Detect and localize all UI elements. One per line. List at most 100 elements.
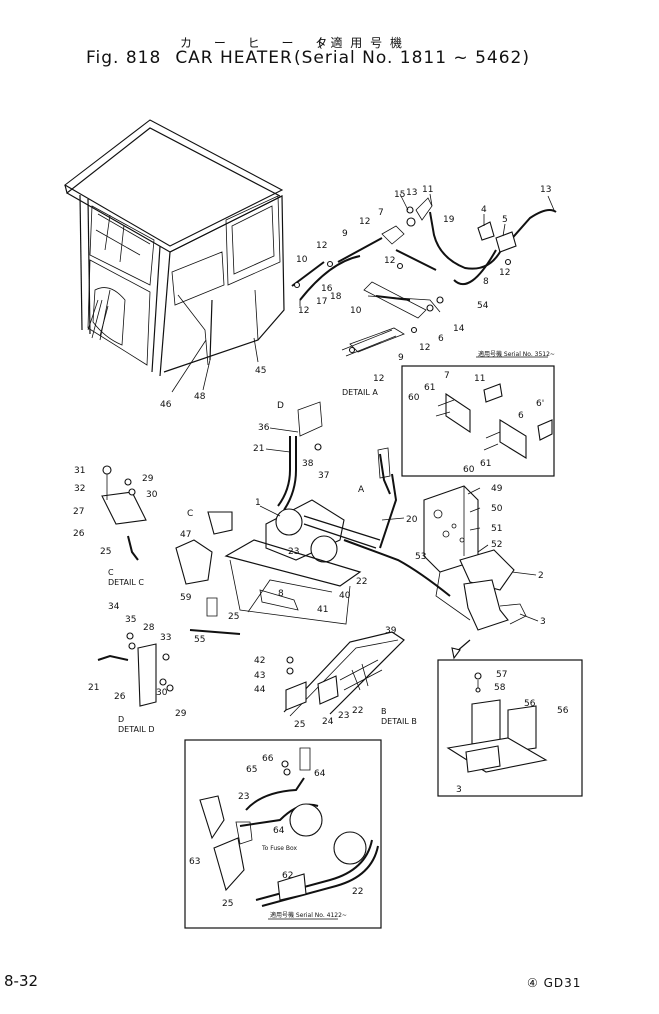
svg-text:53: 53 xyxy=(415,552,426,562)
svg-text:12: 12 xyxy=(384,256,395,266)
svg-text:20: 20 xyxy=(406,515,418,525)
svg-text:10: 10 xyxy=(350,306,362,316)
svg-text:3: 3 xyxy=(540,617,546,627)
detail-b-letter: B xyxy=(381,707,387,716)
svg-text:27: 27 xyxy=(73,507,84,517)
svg-text:65: 65 xyxy=(246,765,257,775)
japanese-title: カ ー ヒ ー タ xyxy=(180,36,337,50)
svg-text:60: 60 xyxy=(408,393,420,403)
svg-text:14: 14 xyxy=(453,324,465,334)
svg-text:12: 12 xyxy=(373,374,384,384)
svg-text:40: 40 xyxy=(339,591,351,601)
svg-text:35: 35 xyxy=(125,615,136,625)
svg-text:37: 37 xyxy=(318,471,329,481)
svg-text:5: 5 xyxy=(502,215,508,225)
japanese-serial-label: ( 適 用 号 機 xyxy=(318,36,404,50)
svg-text:23: 23 xyxy=(238,792,249,802)
arrow-c-label: C xyxy=(187,509,193,519)
svg-text:64: 64 xyxy=(273,826,285,836)
detail-b: 39 42 43 44 25 24 23 22 B DETAIL B xyxy=(254,626,417,730)
svg-text:25: 25 xyxy=(228,612,239,622)
svg-text:64: 64 xyxy=(314,769,326,779)
svg-text:7: 7 xyxy=(444,371,450,381)
svg-text:51: 51 xyxy=(491,524,502,534)
svg-text:6: 6 xyxy=(518,411,524,421)
svg-text:46: 46 xyxy=(160,400,172,410)
svg-text:49: 49 xyxy=(491,484,503,494)
detail-c-label: DETAIL C xyxy=(108,578,144,587)
svg-text:30: 30 xyxy=(146,490,158,500)
svg-text:26: 26 xyxy=(73,529,85,539)
page-number: 8-32 xyxy=(4,972,39,990)
svg-text:52: 52 xyxy=(491,540,502,550)
svg-text:22: 22 xyxy=(356,577,367,587)
svg-text:16: 16 xyxy=(321,284,333,294)
svg-text:6': 6' xyxy=(536,399,544,409)
svg-text:43: 43 xyxy=(254,671,265,681)
svg-text:61: 61 xyxy=(424,383,435,393)
svg-text:12: 12 xyxy=(298,306,309,316)
svg-text:29: 29 xyxy=(175,709,187,719)
svg-text:54: 54 xyxy=(477,301,489,311)
heater-main-labels: D 36 21 38 37 A 20 1 C 47 23 22 8 40 41 … xyxy=(180,401,418,645)
svg-text:56: 56 xyxy=(524,699,536,709)
svg-text:29: 29 xyxy=(142,474,154,484)
svg-text:42: 42 xyxy=(254,656,265,666)
svg-text:44: 44 xyxy=(254,685,266,695)
svg-text:4: 4 xyxy=(481,205,487,215)
svg-text:32: 32 xyxy=(74,484,85,494)
svg-text:7: 7 xyxy=(378,208,384,218)
svg-text:63: 63 xyxy=(189,857,200,867)
svg-text:17: 17 xyxy=(316,297,327,307)
arrow-a-label: A xyxy=(358,485,365,495)
svg-text:47: 47 xyxy=(180,530,191,540)
svg-text:12: 12 xyxy=(316,241,327,251)
detail-c: 31 32 27 26 29 30 25 C DETAIL C xyxy=(73,465,158,587)
svg-text:To Fuse Box: To Fuse Box xyxy=(261,845,297,852)
detail-d-letter: D xyxy=(118,715,124,724)
svg-text:8: 8 xyxy=(483,277,489,287)
svg-text:38: 38 xyxy=(302,459,314,469)
svg-text:50: 50 xyxy=(491,504,503,514)
page-code: ④ GD31 xyxy=(527,976,582,990)
serial-3512-label: 適用号機 Serial No. 3512~ xyxy=(478,350,555,358)
svg-text:45: 45 xyxy=(255,366,266,376)
svg-text:6: 6 xyxy=(438,334,444,344)
svg-text:23: 23 xyxy=(338,711,349,721)
detail-a-labels: 15 13 11 7 12 19 4 5 13 9 12 10 12 12 8 … xyxy=(296,185,555,397)
svg-text:10: 10 xyxy=(296,255,308,265)
svg-text:33: 33 xyxy=(160,633,171,643)
svg-text:3: 3 xyxy=(456,785,462,795)
svg-text:39: 39 xyxy=(385,626,397,636)
heater-main-assembly xyxy=(175,401,451,635)
cab-assembly xyxy=(64,119,285,377)
svg-text:21: 21 xyxy=(253,444,264,454)
svg-text:19: 19 xyxy=(443,215,455,225)
svg-text:34: 34 xyxy=(108,602,120,612)
figure-number: Fig. 818 xyxy=(86,48,162,68)
svg-text:8: 8 xyxy=(278,589,284,599)
svg-text:62: 62 xyxy=(282,871,293,881)
detail-b-label: DETAIL B xyxy=(381,717,417,726)
svg-text:30: 30 xyxy=(156,688,168,698)
svg-text:11: 11 xyxy=(474,374,485,384)
svg-text:11: 11 xyxy=(422,185,433,195)
svg-text:24: 24 xyxy=(322,717,334,727)
detail-a-label: DETAIL A xyxy=(342,388,378,397)
svg-text:31: 31 xyxy=(74,466,85,476)
svg-text:22: 22 xyxy=(352,706,363,716)
svg-text:25: 25 xyxy=(100,547,111,557)
svg-text:36: 36 xyxy=(258,423,270,433)
arrow-d-label: D xyxy=(277,401,284,411)
svg-text:59: 59 xyxy=(180,593,192,603)
svg-text:66: 66 xyxy=(262,754,274,764)
svg-text:9: 9 xyxy=(342,229,348,239)
mounting-detail-box: 57 58 56 56 3 xyxy=(437,659,583,797)
detail-c-letter: C xyxy=(108,568,114,577)
svg-text:1: 1 xyxy=(255,498,261,508)
serial-range: (Serial No. 1811 ~ 5462) xyxy=(294,48,530,68)
svg-text:57: 57 xyxy=(496,670,507,680)
svg-text:58: 58 xyxy=(494,683,506,693)
